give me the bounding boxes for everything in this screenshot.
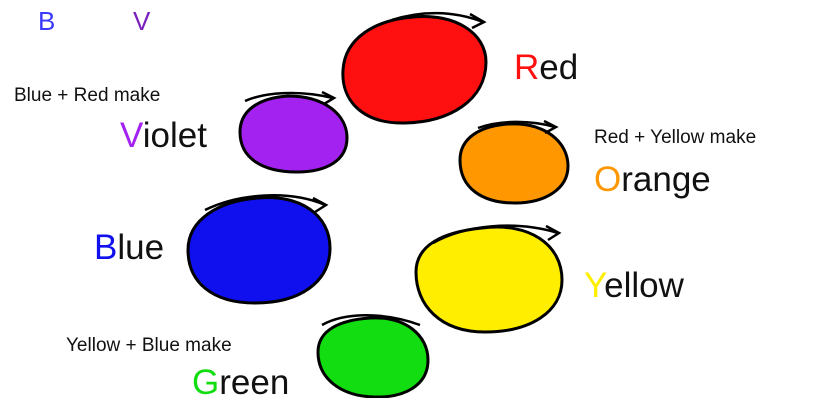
green-label: Green [192, 365, 289, 400]
corner-letter-b: B [38, 8, 55, 34]
yellow-label: Yellow [584, 268, 684, 303]
green-label-initial: G [192, 363, 219, 402]
red-paint-blob-icon [343, 13, 486, 123]
blue-label-initial: B [94, 228, 117, 267]
red-label: Red [514, 50, 578, 85]
corner-letter-v: V [133, 8, 150, 34]
green-paint-blob-icon [318, 315, 428, 397]
red-label-rest: ed [539, 48, 578, 87]
violet-mix-caption: Blue + Red make [14, 86, 160, 105]
orange-paint-blob-icon [460, 121, 568, 203]
yellow-label-initial: Y [584, 266, 604, 305]
blue-paint-blob-icon [188, 195, 330, 303]
orange-mix-caption: Red + Yellow make [594, 128, 756, 147]
orange-label-initial: O [594, 160, 621, 199]
yellow-label-rest: ellow [604, 266, 684, 305]
orange-label: Orange [594, 162, 711, 197]
blue-label: Blue [94, 230, 164, 265]
green-mix-caption: Yellow + Blue make [66, 336, 232, 355]
blue-label-rest: lue [117, 228, 164, 267]
violet-label: Violet [120, 118, 207, 153]
orange-label-rest: range [621, 160, 711, 199]
red-label-initial: R [514, 48, 539, 87]
green-label-rest: reen [219, 363, 289, 402]
violet-paint-blob-icon [240, 92, 347, 172]
yellow-paint-blob-icon [416, 226, 562, 332]
violet-label-initial: V [120, 116, 143, 155]
violet-label-rest: iolet [143, 116, 207, 155]
